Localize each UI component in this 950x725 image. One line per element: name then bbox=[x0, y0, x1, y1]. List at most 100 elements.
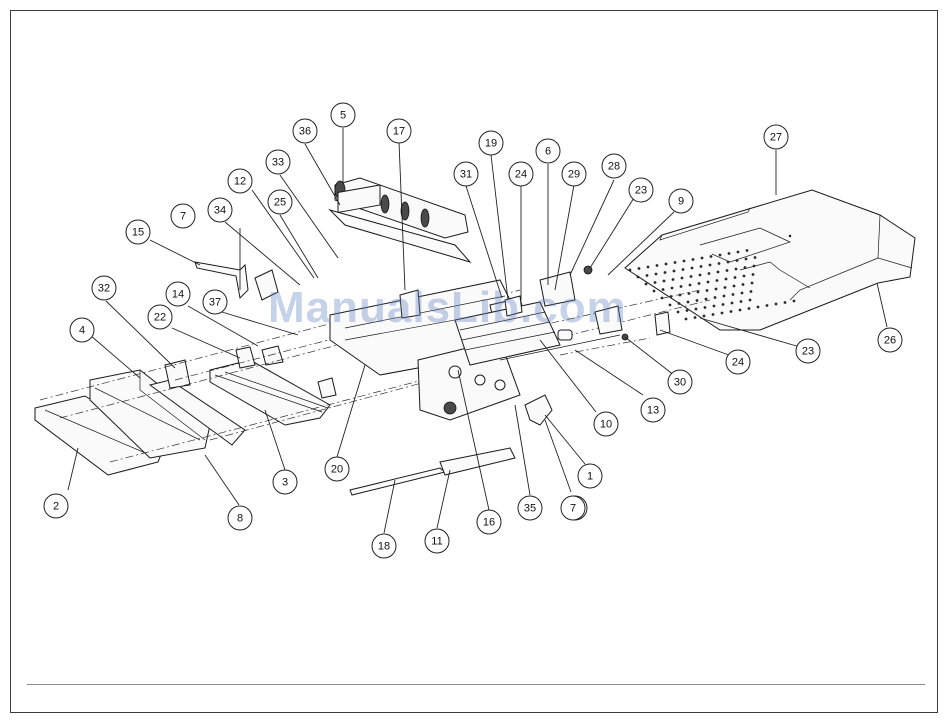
callout-label: 24 bbox=[732, 357, 744, 369]
perforation-dot bbox=[728, 252, 731, 255]
perforation-dot bbox=[721, 312, 724, 315]
callout-label: 31 bbox=[460, 169, 472, 181]
perforation-dot bbox=[726, 269, 729, 272]
callout-label: 22 bbox=[154, 312, 166, 324]
callout-label: 33 bbox=[272, 157, 284, 169]
callout-24: 24 bbox=[509, 162, 533, 186]
callout-label: 23 bbox=[635, 185, 647, 197]
perforation-dot bbox=[695, 308, 698, 311]
callout-label: 19 bbox=[485, 138, 497, 150]
perforation-dot bbox=[646, 274, 649, 277]
callout-14: 14 bbox=[166, 282, 190, 306]
callout-23: 23 bbox=[796, 339, 820, 363]
perforation-dot bbox=[710, 255, 713, 258]
perforation-dot bbox=[743, 275, 746, 278]
perforation-dot bbox=[749, 299, 752, 302]
callout-26: 26 bbox=[878, 328, 902, 352]
callout-label: 37 bbox=[209, 297, 221, 309]
perforation-dot bbox=[655, 273, 658, 276]
callout-11: 11 bbox=[425, 529, 449, 553]
perforation-dot bbox=[718, 262, 721, 265]
perforation-dot bbox=[793, 300, 796, 303]
callout-label: 16 bbox=[483, 517, 495, 529]
callout-36: 36 bbox=[293, 119, 317, 143]
perforation-dot bbox=[744, 266, 747, 269]
perforation-dot bbox=[662, 288, 665, 291]
callout-9: 9 bbox=[669, 189, 693, 213]
callout-label: 15 bbox=[132, 227, 144, 239]
perforation-dot bbox=[775, 303, 778, 306]
callout-34: 34 bbox=[208, 198, 232, 222]
callout-label: 36 bbox=[299, 126, 311, 138]
callout-28: 28 bbox=[602, 154, 626, 178]
perforation-dot bbox=[691, 267, 694, 270]
perforation-dot bbox=[740, 300, 743, 303]
perforation-dot bbox=[637, 276, 640, 279]
callout-label: 9 bbox=[678, 196, 684, 208]
perforation-dot bbox=[692, 258, 695, 261]
perforation-dot bbox=[712, 313, 715, 316]
callout-8: 8 bbox=[228, 506, 252, 530]
perforation-dot bbox=[708, 272, 711, 275]
callout-24: 24 bbox=[726, 350, 750, 374]
callout-3: 3 bbox=[273, 470, 297, 494]
callout-12: 12 bbox=[228, 169, 252, 193]
perforation-dot bbox=[714, 296, 717, 299]
callout-30: 30 bbox=[668, 370, 692, 394]
perforation-dot bbox=[696, 299, 699, 302]
perforation-dot bbox=[654, 281, 657, 284]
perforation-dot bbox=[717, 271, 720, 274]
perforation-dot bbox=[699, 274, 702, 277]
perforation-dot bbox=[733, 285, 736, 288]
callout-label: 14 bbox=[172, 289, 184, 301]
perforation-dot bbox=[752, 273, 755, 276]
callout-label: 30 bbox=[674, 377, 686, 389]
callout-19: 19 bbox=[479, 131, 503, 155]
perforation-dot bbox=[687, 301, 690, 304]
perforation-dot bbox=[746, 249, 749, 252]
perforation-dot bbox=[766, 304, 769, 307]
perforation-dot bbox=[685, 318, 688, 321]
perforation-dot bbox=[716, 279, 719, 282]
perforation-dot bbox=[741, 292, 744, 295]
callout-label: 27 bbox=[770, 132, 782, 144]
perforation-dot bbox=[722, 303, 725, 306]
callout-2: 2 bbox=[44, 494, 68, 518]
perforation-dot bbox=[664, 271, 667, 274]
callout-label: 3 bbox=[282, 477, 288, 489]
perforation-dot bbox=[732, 293, 735, 296]
callout-label: 34 bbox=[214, 205, 226, 217]
perforation-dot bbox=[719, 254, 722, 257]
perforation-dot bbox=[682, 268, 685, 271]
perforation-dot bbox=[698, 282, 701, 285]
perforation-dot bbox=[671, 287, 674, 290]
callout-37: 37 bbox=[203, 290, 227, 314]
perforation-dot bbox=[784, 301, 787, 304]
callout-7: 7 bbox=[561, 496, 585, 520]
callout-16: 16 bbox=[477, 510, 501, 534]
callout-label: 20 bbox=[331, 464, 343, 476]
callout-label: 26 bbox=[884, 335, 896, 347]
perforation-dot bbox=[678, 302, 681, 305]
roller-assembly bbox=[330, 178, 470, 262]
callout-label: 7 bbox=[180, 211, 186, 223]
perforation-dot bbox=[705, 298, 708, 301]
callout-label: 24 bbox=[515, 169, 527, 181]
perforation-dot bbox=[715, 288, 718, 291]
callout-label: 5 bbox=[340, 110, 346, 122]
perforation-dot bbox=[713, 305, 716, 308]
perforation-dot bbox=[751, 282, 754, 285]
callout-label: 2 bbox=[53, 501, 59, 513]
perforation-dot bbox=[663, 280, 666, 283]
perforation-dot bbox=[701, 257, 704, 260]
perforation-dot bbox=[686, 309, 689, 312]
perforation-dot bbox=[742, 283, 745, 286]
perforation-dot bbox=[725, 278, 728, 281]
perforation-dot bbox=[737, 251, 740, 254]
footer-rule bbox=[27, 684, 925, 685]
callout-17: 17 bbox=[387, 119, 411, 143]
callout-31: 31 bbox=[454, 162, 478, 186]
callout-label: 4 bbox=[79, 325, 85, 337]
callout-5: 5 bbox=[331, 103, 355, 127]
perforation-dot bbox=[629, 269, 632, 272]
